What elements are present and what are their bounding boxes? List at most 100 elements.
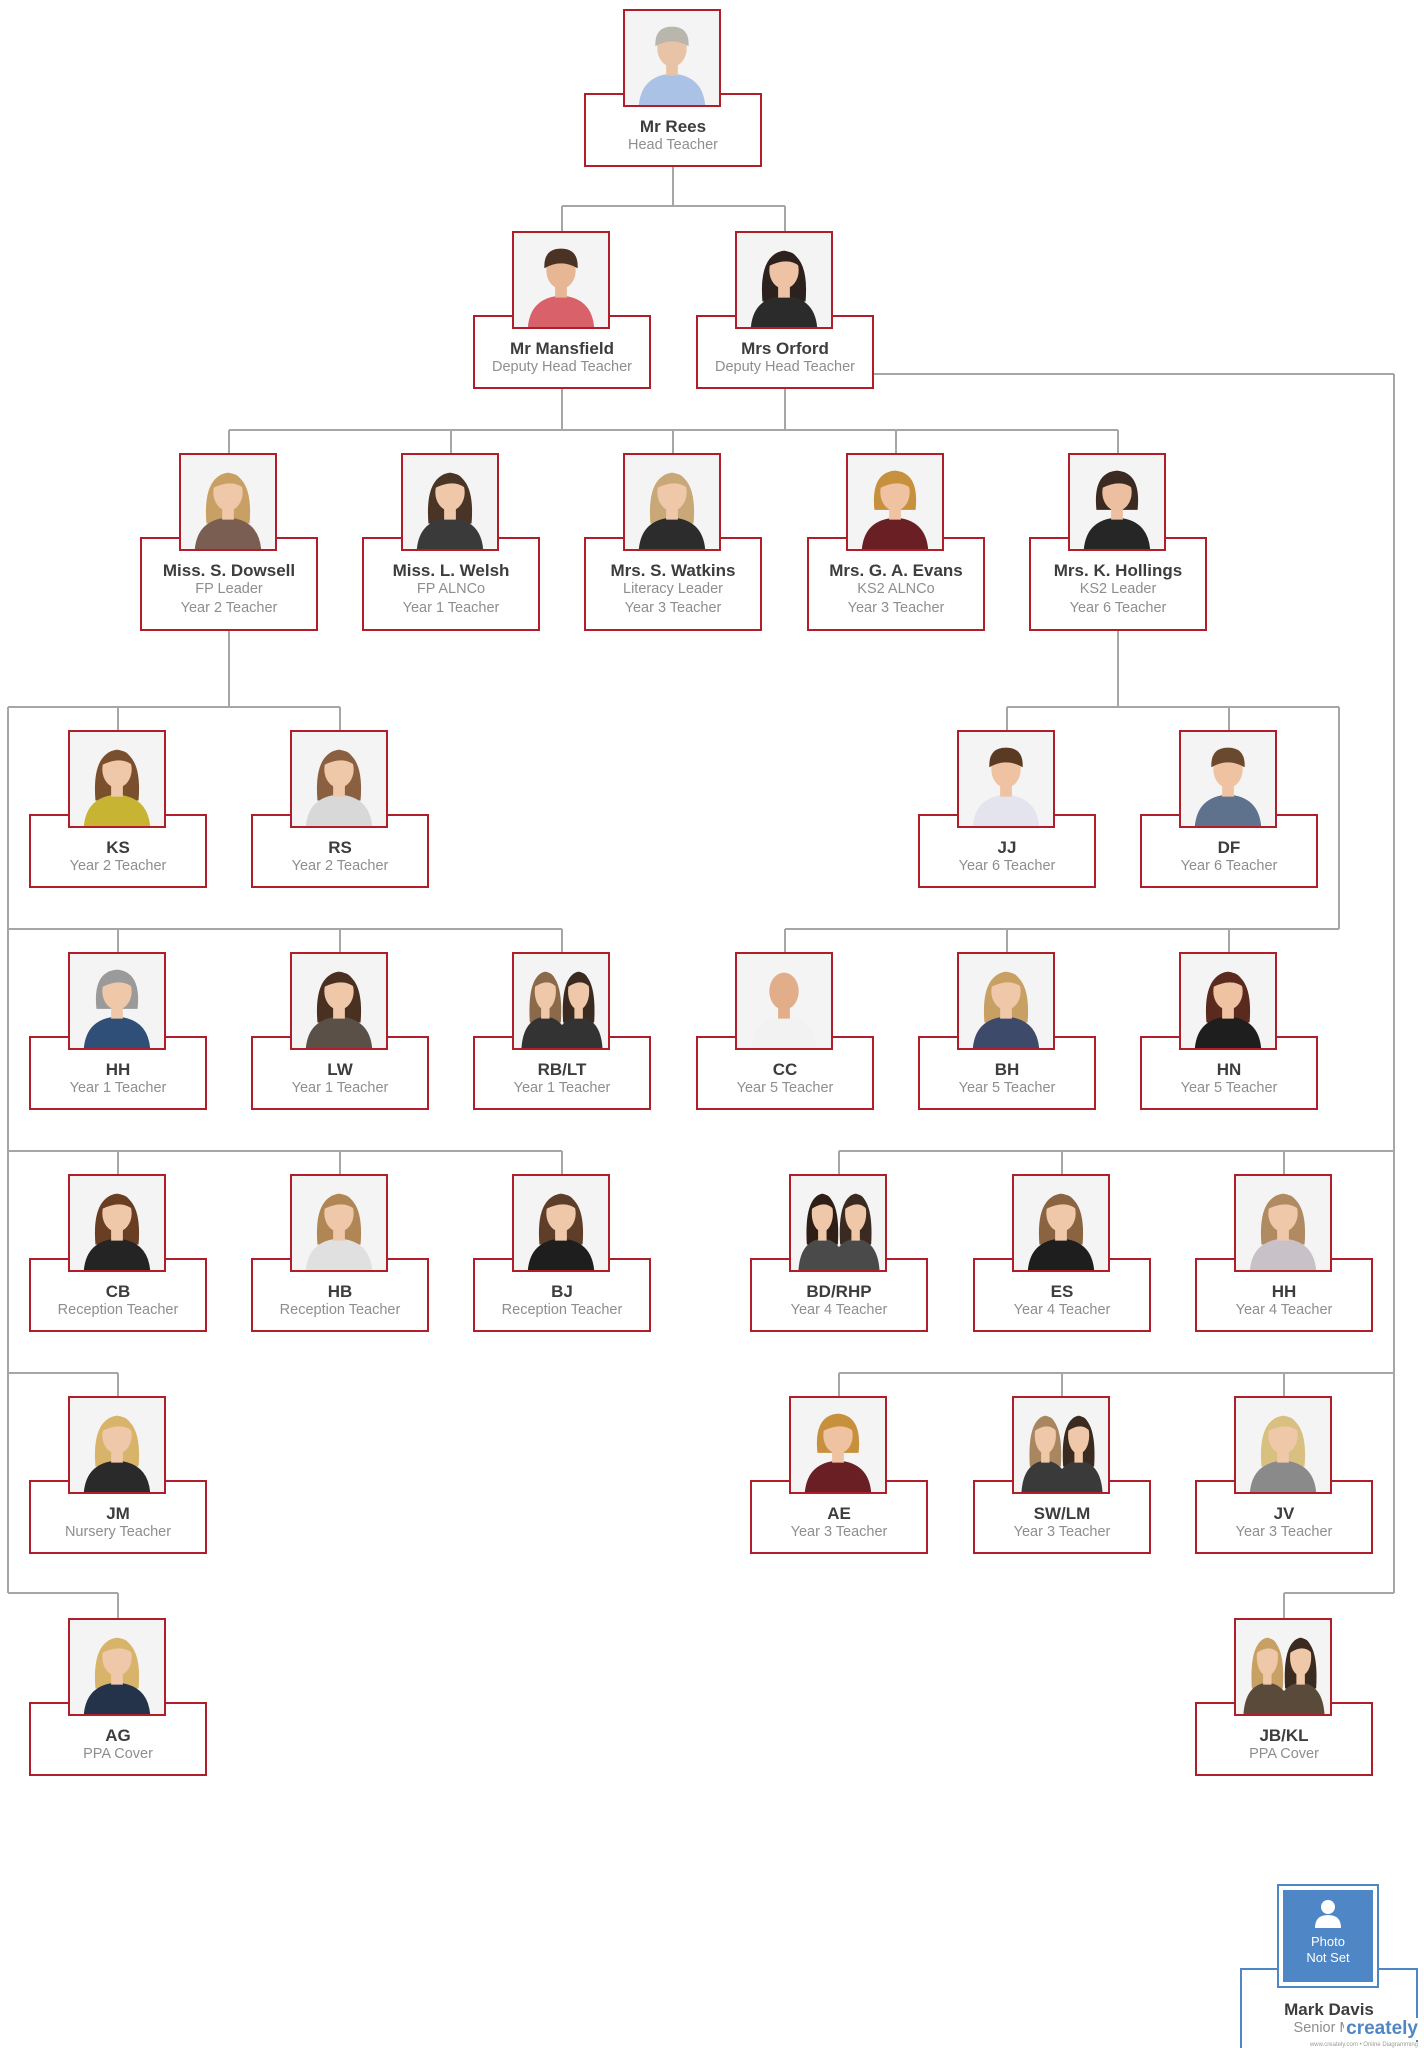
person-role: Year 4 Teacher: [1235, 1302, 1333, 1318]
person-role: Year 6 Teacher: [1069, 600, 1167, 616]
person-name: HH: [1271, 1282, 1297, 1301]
photo-frame: [1012, 1174, 1110, 1272]
person-name: HN: [1216, 1060, 1242, 1079]
person-photo: [1236, 1620, 1330, 1714]
person-photo: [737, 954, 831, 1048]
person-name: JV: [1273, 1504, 1295, 1523]
person-role: Year 1 Teacher: [402, 600, 500, 616]
person-name: AG: [105, 1726, 131, 1745]
photo-frame: [1179, 952, 1277, 1050]
photo-frame: [789, 1174, 887, 1272]
photo-frame: [957, 952, 1055, 1050]
photo-frame: [68, 1174, 166, 1272]
person-role: Head Teacher: [627, 137, 719, 153]
photo-frame: [735, 231, 833, 329]
person-name: Mrs. K. Hollings: [1053, 561, 1183, 580]
photo-frame: [957, 730, 1055, 828]
photo-frame: [846, 453, 944, 551]
photo-frame: [789, 1396, 887, 1494]
person-name: KS: [106, 838, 130, 857]
person-name: Miss. S. Dowsell: [162, 561, 296, 580]
person-photo: [625, 11, 719, 105]
person-name: RS: [328, 838, 352, 857]
person-role: Deputy Head Teacher: [492, 359, 632, 375]
photo-frame: [735, 952, 833, 1050]
person-role: Reception Teacher: [501, 1302, 623, 1318]
person-role: Year 2 Teacher: [291, 858, 389, 874]
person-name: ES: [1050, 1282, 1074, 1301]
person-role: PPA Cover: [83, 1746, 153, 1762]
person-role: Year 3 Teacher: [1013, 1524, 1111, 1540]
person-name: HB: [327, 1282, 353, 1301]
person-role: Year 6 Teacher: [958, 858, 1056, 874]
photo-frame: [1234, 1396, 1332, 1494]
person-photo: [181, 455, 275, 549]
person-photo: [959, 732, 1053, 826]
person-photo: [1014, 1176, 1108, 1270]
placeholder-node[interactable]: Photo Not Set Mark Davis Senior Mar: [1240, 1884, 1418, 2048]
person-name: CB: [105, 1282, 131, 1301]
person-photo: [1070, 455, 1164, 549]
person-role: Year 3 Teacher: [847, 600, 945, 616]
person-name: Mr Rees: [639, 117, 707, 136]
person-photo: [292, 1176, 386, 1270]
person-role: PPA Cover: [1249, 1746, 1319, 1762]
photo-frame: [623, 9, 721, 107]
placeholder-photo: Photo Not Set: [1277, 1884, 1379, 1988]
photo-frame: [68, 730, 166, 828]
photo-frame: [512, 952, 610, 1050]
person-photo: [1181, 954, 1275, 1048]
person-name: JB/KL: [1259, 1726, 1309, 1745]
photo-frame: [68, 1396, 166, 1494]
person-icon: [1315, 1900, 1341, 1928]
photo-frame: [179, 453, 277, 551]
person-role: Nursery Teacher: [64, 1524, 172, 1540]
person-role: Year 1 Teacher: [291, 1080, 389, 1096]
person-name: HH: [105, 1060, 131, 1079]
person-photo: [70, 954, 164, 1048]
person-name: RB/LT: [537, 1060, 587, 1079]
person-photo: [70, 1620, 164, 1714]
person-name: CC: [772, 1060, 798, 1079]
person-role: Literacy Leader: [623, 581, 723, 597]
person-role: Year 4 Teacher: [790, 1302, 888, 1318]
brand-text: creately: [1346, 2018, 1418, 2039]
person-photo: [70, 1398, 164, 1492]
person-name: Mark Davis: [1284, 2000, 1374, 2019]
